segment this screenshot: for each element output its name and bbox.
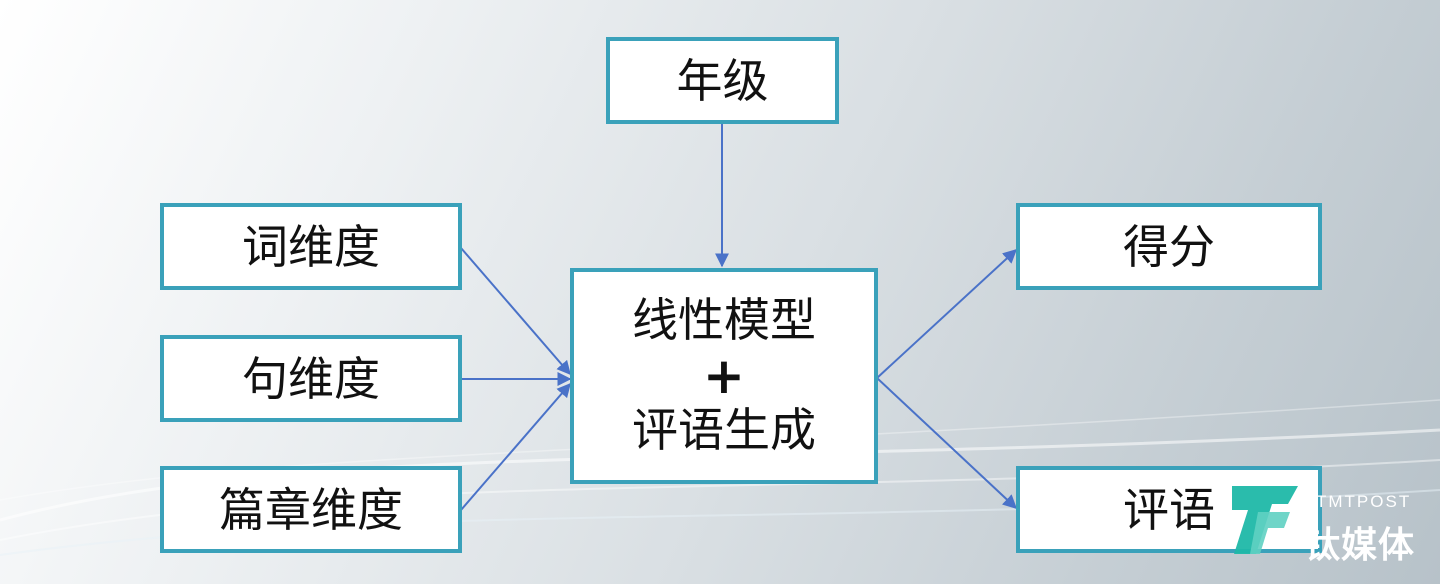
- arrow-model-to-score: [876, 249, 1018, 379]
- word-dimension-label: 词维度: [242, 219, 380, 274]
- passage-dimension-box: 篇章维度: [160, 466, 462, 553]
- sentence-dimension-box: 句维度: [160, 335, 462, 422]
- watermark-en: TMTPOST: [1316, 492, 1412, 511]
- grade-label: 年级: [676, 53, 769, 108]
- model-line1: 线性模型: [632, 293, 816, 348]
- passage-dimension-label: 篇章维度: [219, 482, 403, 537]
- arrow-passage-to-model: [460, 382, 571, 511]
- comment-label: 评语: [1123, 482, 1215, 537]
- arrow-word-to-model: [460, 247, 571, 376]
- grade-box: 年级: [606, 37, 839, 124]
- score-label: 得分: [1123, 219, 1215, 274]
- model-box: 线性模型 + 评语生成: [570, 268, 878, 484]
- watermark-cn: 钛媒体: [1304, 525, 1416, 566]
- word-dimension-box: 词维度: [160, 203, 462, 290]
- model-plus: +: [703, 346, 745, 405]
- model-line2: 评语生成: [632, 403, 816, 458]
- arrow-model-to-comment: [876, 377, 1018, 509]
- score-box: 得分: [1016, 203, 1322, 290]
- sentence-dimension-label: 句维度: [242, 351, 380, 406]
- tmtpost-watermark: TMTPOST 钛媒体: [1228, 480, 1428, 566]
- comment-box: 评语: [1016, 466, 1322, 553]
- tmtpost-logo-icon: [1232, 486, 1298, 554]
